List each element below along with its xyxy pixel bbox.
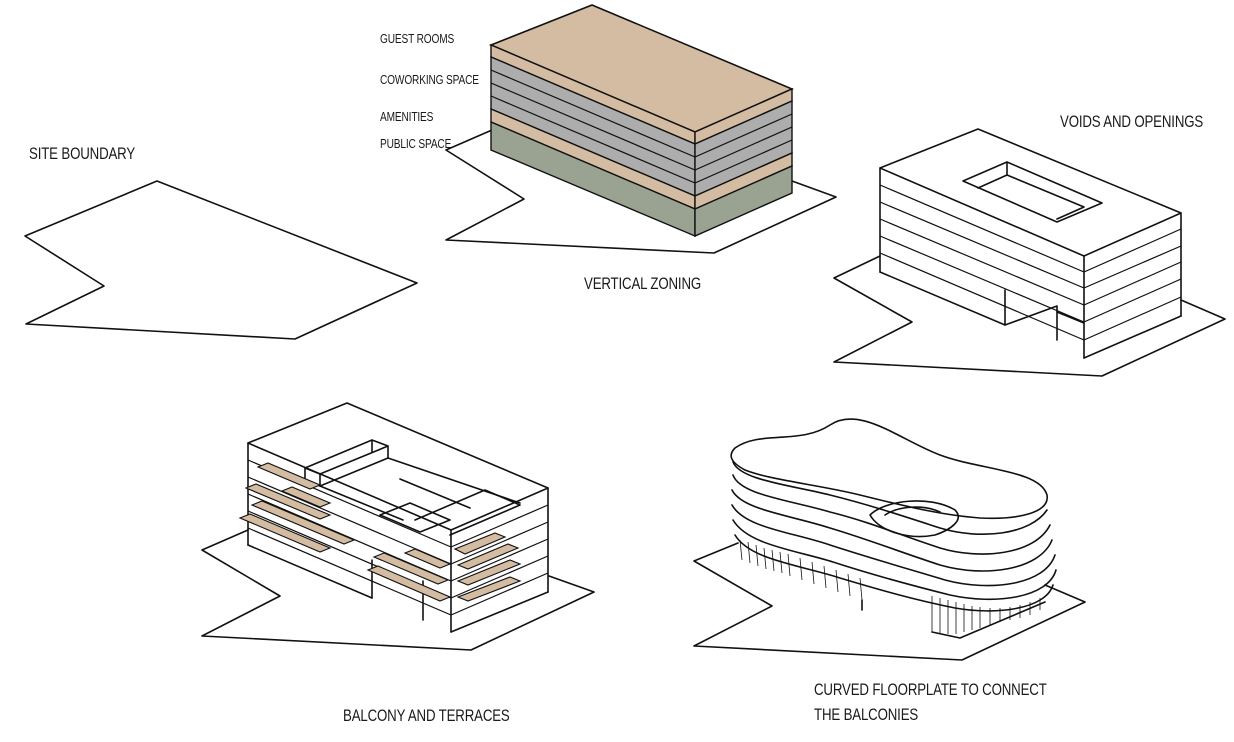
zone-label-amenities: AMENITIES [380,109,434,124]
zone-label-public: PUBLIC SPACE [380,136,452,151]
voids-openings-model [833,128,1226,377]
zone-label-coworking: COWORKING SPACE [380,72,479,87]
terrace-slabs [238,462,522,602]
balcony-terraces-model [201,402,595,651]
site-boundary-label: SITE BOUNDARY [29,144,136,163]
curved-floorplate-label-line1: CURVED FLOORPLATE TO CONNECT [814,680,1047,699]
curved-floorplate-label-line2: THE BALCONIES [814,705,919,724]
curved-floorplate-model [693,418,1086,661]
site-boundary-outline [24,180,418,340]
vertical-zoning-label: VERTICAL ZONING [584,274,702,293]
zone-label-guest-rooms: GUEST ROOMS [380,31,455,46]
balcony-terraces-label: BALCONY AND TERRACES [343,706,510,725]
voids-openings-label: VOIDS AND OPENINGS [1060,112,1204,131]
vertical-zoning-model [445,4,837,254]
